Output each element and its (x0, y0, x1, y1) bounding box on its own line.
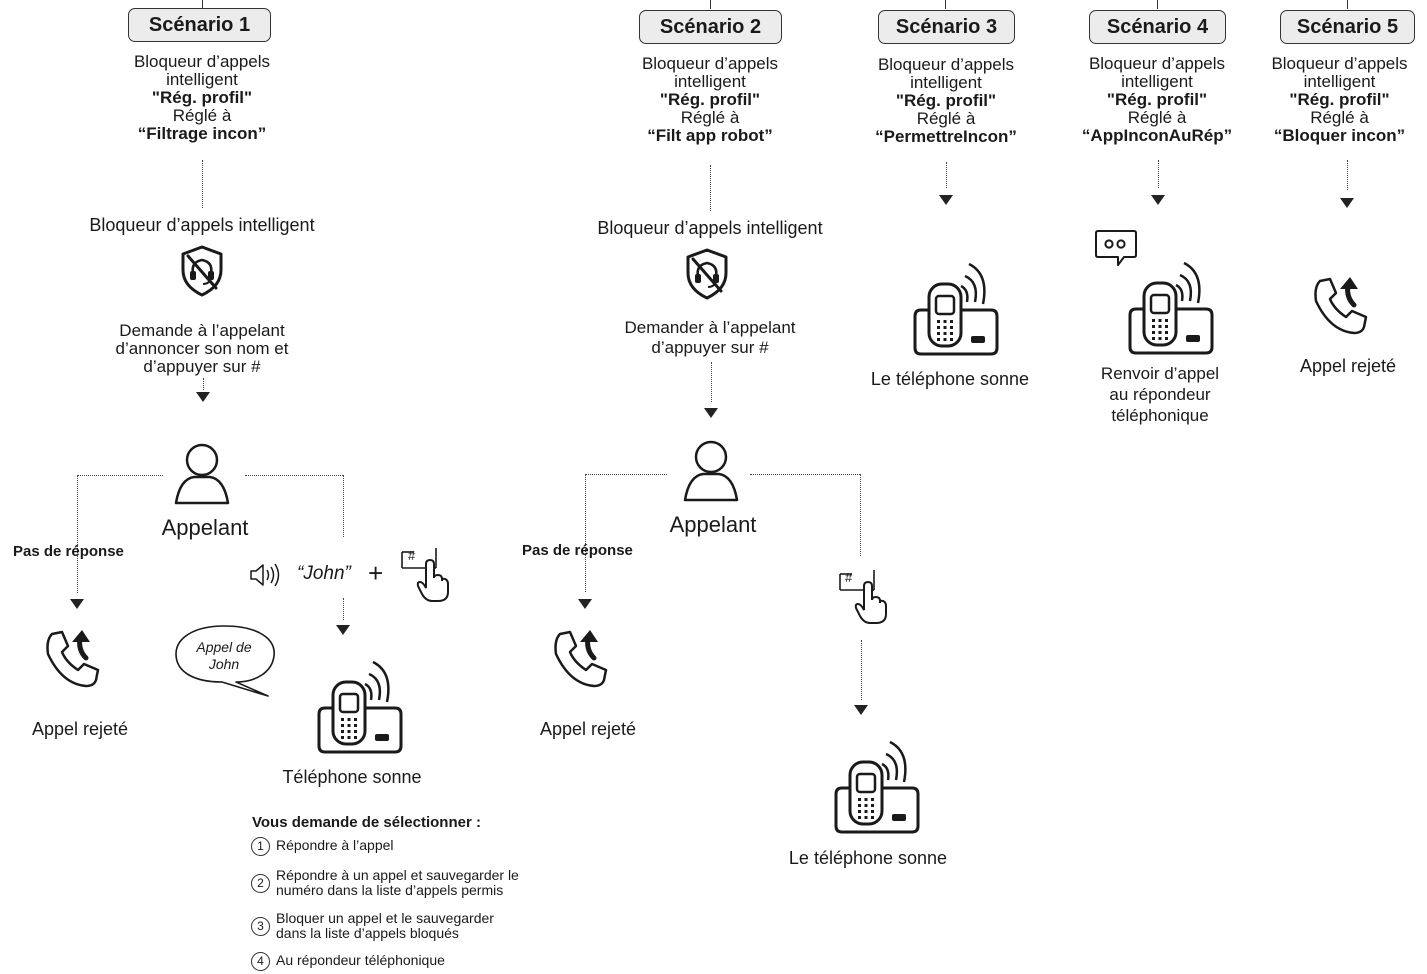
s2-arrow-to-phone (854, 705, 868, 715)
s2-shield-icon (683, 247, 731, 301)
scenario-4-badge: Scénario 4 (1089, 10, 1226, 44)
s1-caller-icon (172, 441, 232, 505)
s2-phone-icon (828, 734, 924, 834)
s2-blocker-label: Bloqueur d’appels intelligent (597, 218, 823, 238)
s2-no-answer-label: Pas de réponse (522, 542, 633, 559)
s2-rejected-label: Appel rejeté (539, 719, 637, 739)
options-title: Vous demande de sélectionner : (252, 814, 481, 831)
s1-arrow-to-phone (336, 625, 350, 635)
s2-hand-press-icon (838, 570, 888, 624)
s3-rings-label: Le téléphone sonne (870, 369, 1030, 389)
s2-rings-label: Le téléphone sonne (788, 848, 948, 868)
s3-arrow-to-phone (939, 195, 953, 205)
scenario-3-badge: Scénario 3 (878, 10, 1015, 44)
s1-phone-icon (311, 654, 407, 754)
s1-shield-icon (178, 244, 226, 298)
s2-hash-key: # (845, 570, 853, 585)
s1-blocker-label: Bloqueur d’appels intelligent (89, 215, 315, 235)
s1-arrow-to-rejected (70, 599, 84, 609)
s1-speech-bubble (175, 625, 275, 697)
s2-caller-label: Appelant (669, 512, 757, 537)
s1-speaker-icon (249, 563, 293, 587)
s1-plus-sign: + (368, 558, 384, 588)
scenario-2-badge: Scénario 2 (639, 10, 782, 44)
s4-phone-icon (1122, 255, 1218, 355)
s1-rejected-call-icon (42, 628, 106, 692)
s1-hash-key: # (408, 548, 416, 563)
s2-rejected-call-icon (550, 628, 614, 692)
s3-phone-icon (907, 256, 1003, 356)
scenario-5-badge: Scénario 5 (1280, 10, 1415, 44)
s1-caller-label: Appelant (161, 515, 249, 540)
s1-no-answer-label: Pas de réponse (13, 543, 124, 560)
s4-arrow-to-phone (1151, 195, 1165, 205)
s1-rejected-label: Appel rejeté (31, 719, 129, 739)
s1-john-text: “John” (297, 563, 351, 584)
s2-arrow-to-caller (704, 408, 718, 418)
s5-rejected-call-icon (1310, 275, 1374, 339)
s2-arrow-to-rejected (578, 599, 592, 609)
s5-arrow-to-rejected (1340, 198, 1354, 208)
s1-hand-press-icon (400, 548, 450, 602)
scenario-1-badge: Scénario 1 (128, 8, 271, 42)
s2-caller-icon (681, 438, 741, 502)
s5-rejected-label: Appel rejeté (1299, 356, 1397, 376)
s1-rings-label: Téléphone sonne (282, 767, 422, 787)
s1-arrow-to-caller (196, 392, 210, 402)
